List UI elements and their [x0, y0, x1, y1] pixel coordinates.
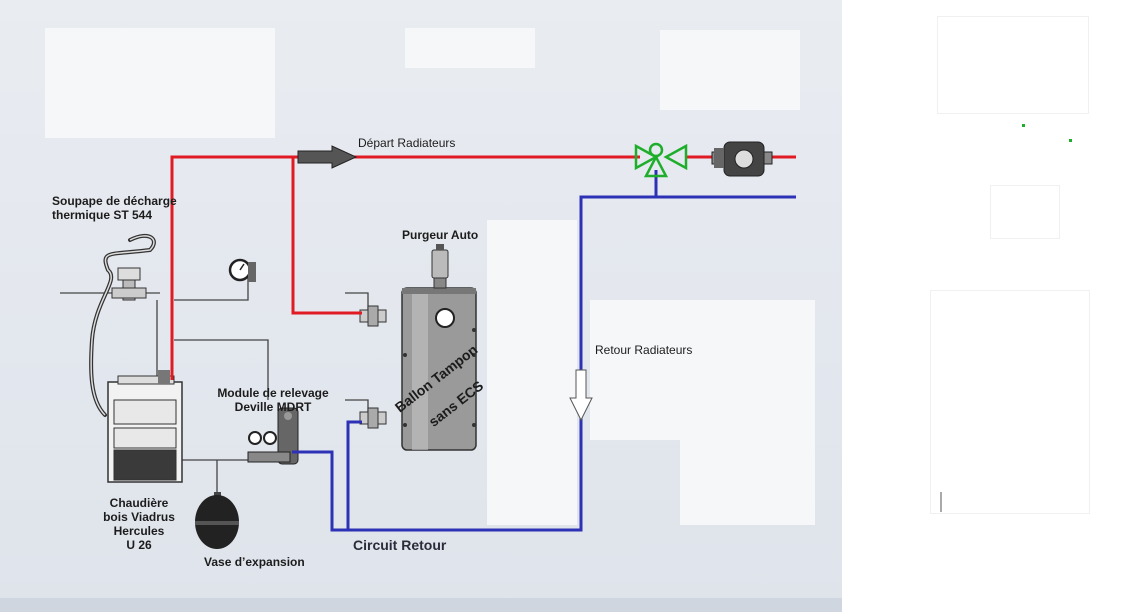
label-vase-expansion: Vase d’expansion	[204, 555, 305, 569]
three-way-valve-icon	[634, 142, 688, 178]
ball-valve-upper	[359, 305, 387, 327]
side-box-middle	[990, 185, 1060, 239]
supply-tank-branch	[291, 157, 362, 315]
erased-patch	[487, 220, 577, 525]
label-module-relevage: Module de relevage Deville MDRT	[217, 386, 329, 414]
scan-bottom-edge	[0, 598, 842, 612]
erased-patch	[45, 28, 275, 138]
erased-patch	[590, 300, 815, 440]
erased-patch	[680, 440, 815, 525]
pressure-gauge	[228, 258, 256, 282]
supply-flow-arrow	[297, 145, 358, 169]
expansion-vessel	[195, 492, 239, 549]
circulator-pump-icon	[711, 141, 773, 177]
label-soupape: Soupape de décharge thermique ST 544	[52, 194, 177, 222]
supply-pipe-circuit	[170, 155, 796, 380]
marker-dot	[1069, 139, 1072, 142]
label-depart-radiateurs: Départ Radiateurs	[358, 136, 456, 150]
side-box-bottom	[930, 290, 1090, 514]
relief-capillary-tube-highlight	[90, 235, 155, 416]
label-chaudiere: Chaudière bois Viadrus Hercules U 26	[103, 496, 175, 552]
ball-valve-handle-bottom	[345, 399, 369, 412]
ball-valve-lower	[359, 407, 387, 429]
side-box-top	[937, 16, 1089, 114]
marker-dot	[1022, 124, 1025, 127]
label-purgeur-auto: Purgeur Auto	[402, 228, 479, 242]
boiler-to-module-pipe	[174, 339, 269, 400]
return-flow-arrow	[569, 369, 593, 422]
relief-valve	[111, 267, 147, 301]
air-vent	[431, 244, 449, 289]
label-retour-radiateurs: Retour Radiateurs	[595, 343, 693, 357]
boiler	[107, 370, 183, 483]
buffer-tank	[401, 287, 477, 451]
return-pipe-circuit	[292, 170, 796, 532]
gauge-pipe	[174, 278, 249, 301]
relevage-module	[247, 407, 299, 465]
return-tank-branch	[346, 420, 362, 530]
thin-piping	[60, 278, 369, 495]
label-circuit-retour: Circuit Retour	[353, 537, 447, 553]
return-main-pipe	[292, 195, 796, 532]
ball-valve-handle-top	[345, 292, 369, 310]
erased-patch	[405, 28, 535, 68]
erased-patch	[660, 30, 800, 110]
supply-main-pipe	[170, 155, 640, 380]
